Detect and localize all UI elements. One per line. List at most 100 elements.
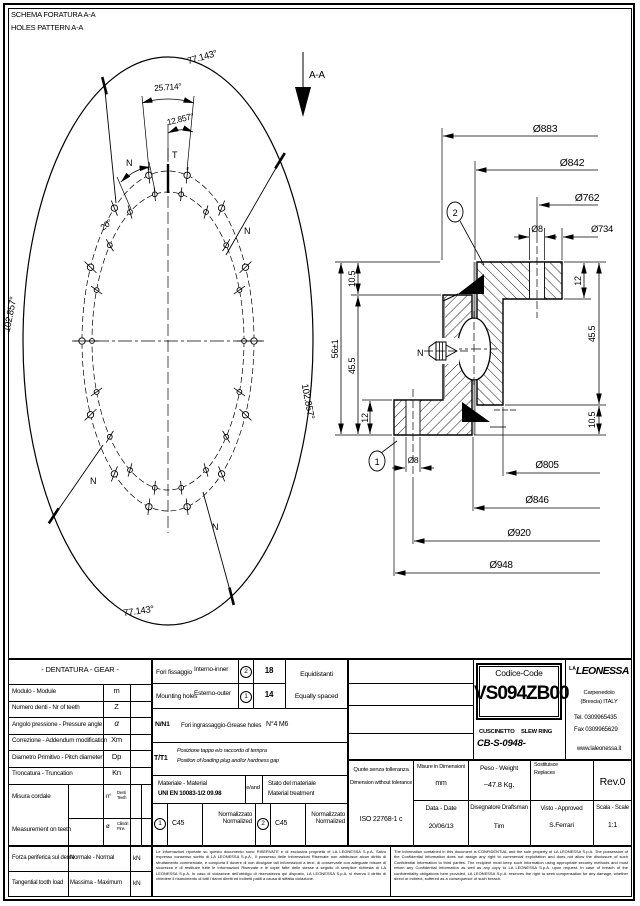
gear-row-label-3: Correzione - Addendum modification xyxy=(12,737,108,744)
dim-bot-3: Ø920 xyxy=(507,528,531,539)
gear-row-label-1: Numero denti - Nr of teeth xyxy=(12,704,80,711)
approved-value: S.Ferrari xyxy=(549,822,574,829)
dim-top-0: Ø883 xyxy=(533,123,558,135)
gear-row-sym-0: m xyxy=(113,686,120,695)
revision-value: Rev.0 xyxy=(599,776,626,788)
dim-left-2: 45.5 xyxy=(347,358,357,375)
load-normal-unit: kN xyxy=(133,855,141,862)
bolt-hole-tick xyxy=(233,285,246,295)
bolt-hole-tick xyxy=(185,498,189,515)
equally-spaced-it: Equidistanti xyxy=(300,671,333,678)
material-1-ref: 1 xyxy=(154,818,166,830)
grid-line-v xyxy=(166,803,168,846)
material-and: e/and xyxy=(246,785,260,791)
code-label: Codice-Code xyxy=(495,668,543,678)
grid-line-h xyxy=(8,783,152,785)
bolt-hole-tick xyxy=(84,408,97,421)
code-value: VS094ZB00 xyxy=(474,683,570,704)
bolt-hole-tick xyxy=(105,239,114,252)
bolt-hole-tick xyxy=(203,205,209,219)
material-2-grade: C45 xyxy=(275,820,288,827)
product-type-it: CUSCINETTO xyxy=(479,729,515,735)
scale-label: Scala - Scale xyxy=(596,805,629,811)
bearing-ball xyxy=(452,311,497,387)
top-flange-hole xyxy=(529,235,545,318)
tolerance-label-it: Quote senza tolleranza xyxy=(353,767,409,773)
dim-left-1: 56±1 xyxy=(330,339,340,358)
gear-row-sym-4: Dp xyxy=(111,752,122,761)
dim-bot-1: Ø805 xyxy=(535,460,559,471)
grease-holes-sym: N/N1 xyxy=(155,721,170,728)
bolt-hole-tick xyxy=(105,430,114,443)
callout-outer-ring: 1 xyxy=(368,440,398,472)
bolt-hole-tick xyxy=(84,261,97,274)
grid-line-h xyxy=(8,733,152,735)
grid-line-h xyxy=(152,707,348,709)
grid-line-h xyxy=(8,683,152,685)
grid-line-v xyxy=(237,659,239,708)
bolt-hole-tick xyxy=(222,239,231,252)
grid-line-v xyxy=(102,684,104,846)
bolt-hole-tick xyxy=(180,480,183,495)
svg-text:1: 1 xyxy=(375,457,380,467)
fixing-holes-label-en: Mounting holes xyxy=(156,693,198,700)
gear-table-title: - DENTATURA - GEAR - xyxy=(41,665,119,674)
bolt-hole-tick xyxy=(90,387,103,397)
dim-bot-4: Ø948 xyxy=(489,560,513,571)
dim-right-1: 45.5 xyxy=(587,326,597,343)
chordal-label-en: Measurement on teeth xyxy=(12,826,72,833)
n-label-4: N xyxy=(212,522,218,532)
dim-right-0: 12 xyxy=(573,276,583,286)
dim-left-0: 10.5 xyxy=(347,271,357,288)
load-max-label: Massima - Maximum xyxy=(70,880,122,886)
dim-bot-2: Ø846 xyxy=(525,495,549,506)
code-box xyxy=(476,663,562,720)
grid-line-v xyxy=(67,784,69,897)
grid-line-h xyxy=(8,766,152,768)
grid-line-h xyxy=(348,704,473,706)
grid-line-v xyxy=(244,775,246,803)
grid-line-h xyxy=(348,682,473,684)
dim-right-2: 10.5 xyxy=(587,412,597,429)
bolt-hole-tick xyxy=(110,466,118,482)
gear-row-label-2: Angolo pressione - Pressure angle xyxy=(12,721,103,728)
section-n-label: N xyxy=(417,348,423,358)
grid-line-v xyxy=(151,659,153,897)
grid-line-v xyxy=(269,803,271,846)
units-value: mm xyxy=(435,780,447,787)
grid-line-h xyxy=(152,682,285,684)
drawing-title-it: SCHEMA FORATURA A-A xyxy=(11,10,96,19)
bolt-hole-tick xyxy=(233,387,246,397)
plug-label-en: Position of loading plug and/or hardness… xyxy=(177,758,279,764)
load-normal-label: Normale - Normal xyxy=(70,855,115,861)
gear-row-sym-3: Xm xyxy=(111,735,122,744)
chordal-label-it: Misura cordale xyxy=(12,793,51,800)
grid-line-h xyxy=(152,774,348,776)
grid-line-v xyxy=(261,775,263,803)
dim-left-3: 12 xyxy=(360,413,370,423)
legal-text-it: Le informazioni riportate su questo docu… xyxy=(156,849,386,881)
grid-line-v xyxy=(389,846,391,897)
grease-hole-tick xyxy=(47,507,60,525)
material-state-en: Material treatment xyxy=(268,790,315,797)
grid-line-v xyxy=(529,760,531,846)
tolerance-label-en: Dimension without tolerance xyxy=(349,780,413,786)
grid-line-h xyxy=(8,700,152,702)
svg-text:2: 2 xyxy=(453,208,458,218)
grid-line-v xyxy=(347,659,349,846)
grid-line-h xyxy=(68,817,152,819)
material-header-it: Materiale - Material xyxy=(158,780,207,787)
legal-text-en: The information contained in this docume… xyxy=(394,849,628,881)
replaces-label-it: Sostituisce xyxy=(534,762,558,768)
bolt-hole-tick xyxy=(110,200,118,216)
gear-row-label-4: Diametro Primitivo - Pitch diameter xyxy=(12,754,103,761)
n-label-1: N xyxy=(126,158,132,168)
replaces-label-en: Replaces xyxy=(534,770,555,776)
callout-ref-2: 2 xyxy=(240,666,252,678)
dim-top-2: Ø762 xyxy=(575,192,600,204)
tolerance-standard: ISO 22768-1 c xyxy=(359,816,403,823)
load-label-en: Tangential tooth load xyxy=(12,880,64,886)
fixing-holes-outer-label: Esterno-outer xyxy=(194,690,231,697)
plan-outer-ring xyxy=(22,56,314,626)
